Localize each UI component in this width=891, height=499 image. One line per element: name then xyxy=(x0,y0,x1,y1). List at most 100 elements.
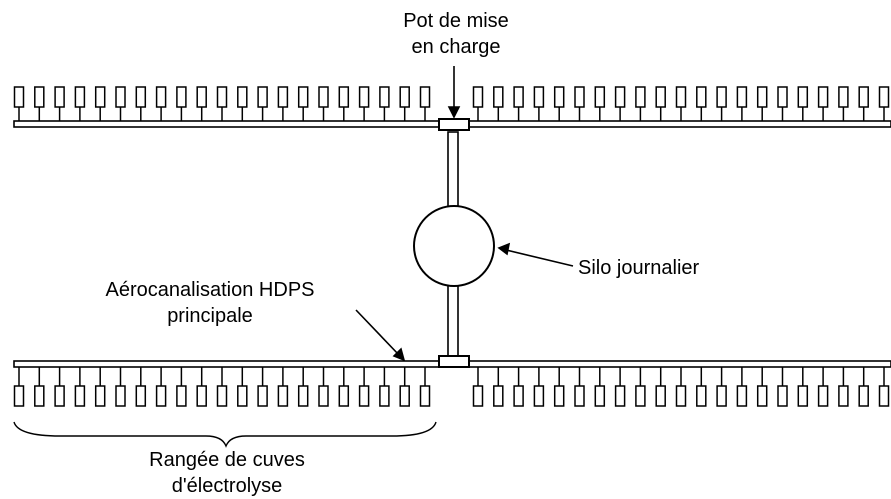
electrolysis-pot xyxy=(419,367,431,407)
electrolysis-pot xyxy=(54,86,65,121)
electrolysis-pot xyxy=(817,86,829,121)
electrolysis-pot xyxy=(399,367,410,407)
electrolysis-pot xyxy=(358,86,370,121)
electrolysis-pot xyxy=(614,367,626,407)
feed-pot-label-line2: en charge xyxy=(412,36,501,58)
electrolysis-pot xyxy=(399,86,410,121)
electrolysis-pot xyxy=(277,86,289,121)
electrolysis-pot xyxy=(135,367,147,407)
electrolysis-pot xyxy=(216,367,228,407)
bottom-pot-row-right xyxy=(472,367,890,407)
electrolysis-pot xyxy=(34,86,45,121)
electrolysis-pot xyxy=(257,86,268,121)
electrolysis-pot xyxy=(196,86,207,121)
electrolysis-pot xyxy=(574,86,585,121)
electrolysis-pot xyxy=(135,86,147,121)
electrolysis-pot xyxy=(858,86,869,121)
electrolysis-pot xyxy=(838,86,849,121)
main-duct-arrow xyxy=(355,309,406,362)
electrolysis-pot xyxy=(736,86,748,121)
bottom-feed-pot xyxy=(438,355,470,368)
electrolysis-pot xyxy=(277,367,289,407)
electrolysis-pot xyxy=(155,367,167,407)
main-duct-label-line1: Aérocanalisation HDPS xyxy=(106,279,315,301)
electrolysis-pot xyxy=(878,86,890,121)
top-feed-pot xyxy=(438,118,470,131)
electrolysis-pot xyxy=(34,367,45,407)
electrolysis-pot xyxy=(533,86,545,121)
electrolysis-pot xyxy=(696,86,707,121)
electrolysis-pot xyxy=(533,367,545,407)
electrolysis-pot xyxy=(493,367,504,407)
electrolysis-pot xyxy=(675,86,687,121)
electrolysis-pot xyxy=(655,86,666,121)
electrolysis-pot xyxy=(574,367,585,407)
electrolysis-pot xyxy=(635,86,646,121)
cell-row-label-line2: d'électrolyse xyxy=(172,475,283,497)
electrolysis-pot xyxy=(777,367,788,407)
electrolysis-pot xyxy=(297,86,309,121)
cell-row-brace xyxy=(13,421,437,448)
electrolysis-pot xyxy=(513,367,524,407)
electrolysis-pot xyxy=(614,86,626,121)
electrolysis-pot xyxy=(716,86,727,121)
electrolysis-pot xyxy=(756,367,768,407)
electrolysis-pot xyxy=(675,367,687,407)
main-duct-label-line2: principale xyxy=(167,305,253,327)
electrolysis-pot xyxy=(176,86,187,121)
top-pot-row-left xyxy=(13,86,431,121)
top-pot-row-right xyxy=(472,86,890,121)
electrolysis-pot xyxy=(358,367,370,407)
electrolysis-pot xyxy=(797,86,809,121)
electrolysis-pot xyxy=(74,86,86,121)
electrolysis-pot xyxy=(216,86,228,121)
electrolysis-pot xyxy=(338,367,350,407)
electrolysis-pot xyxy=(838,367,849,407)
electrolysis-pot xyxy=(736,367,748,407)
electrolysis-pot xyxy=(176,367,187,407)
electrolysis-pot xyxy=(257,367,268,407)
electrolysis-pot xyxy=(513,86,524,121)
electrolysis-pot xyxy=(94,86,106,121)
electrolysis-pot xyxy=(594,86,606,121)
electrolysis-pot xyxy=(716,367,727,407)
daily-silo-label: Silo journalier xyxy=(578,257,700,279)
electrolysis-pot xyxy=(655,367,666,407)
upper-feed-pipe xyxy=(447,131,459,213)
electrolysis-pot xyxy=(237,86,248,121)
daily-silo xyxy=(413,205,495,287)
electrolysis-pot xyxy=(115,86,126,121)
electrolysis-pot xyxy=(318,86,329,121)
feed-pot-label-line1: Pot de mise xyxy=(403,10,509,32)
bottom-pot-row-left xyxy=(13,367,431,407)
electrolysis-pot xyxy=(318,367,329,407)
electrolysis-pot xyxy=(797,367,809,407)
electrolysis-pot xyxy=(13,86,25,121)
electrolysis-pot xyxy=(553,86,565,121)
electrolysis-pot xyxy=(13,367,25,407)
electrolysis-pot xyxy=(74,367,86,407)
electrolysis-pot xyxy=(338,86,350,121)
electrolysis-pot xyxy=(878,367,890,407)
electrolysis-pot xyxy=(115,367,126,407)
electrolysis-pot xyxy=(379,86,390,121)
electrolysis-pot xyxy=(379,367,390,407)
electrolysis-pot xyxy=(54,367,65,407)
electrolysis-pot xyxy=(419,86,431,121)
cell-row-label-line1: Rangée de cuves xyxy=(149,449,305,471)
electrolysis-pot xyxy=(155,86,167,121)
lower-feed-pipe xyxy=(447,283,459,359)
electrolysis-pot xyxy=(858,367,869,407)
electrolysis-pot xyxy=(297,367,309,407)
electrolysis-pot xyxy=(756,86,768,121)
electrolysis-pot xyxy=(777,86,788,121)
electrolysis-pot xyxy=(635,367,646,407)
electrolysis-pot xyxy=(594,367,606,407)
electrolysis-pot xyxy=(196,367,207,407)
electrolysis-pot xyxy=(696,367,707,407)
silo-arrow xyxy=(497,242,574,267)
electrolysis-pot xyxy=(237,367,248,407)
electrolysis-pot xyxy=(817,367,829,407)
electrolysis-pot xyxy=(94,367,106,407)
